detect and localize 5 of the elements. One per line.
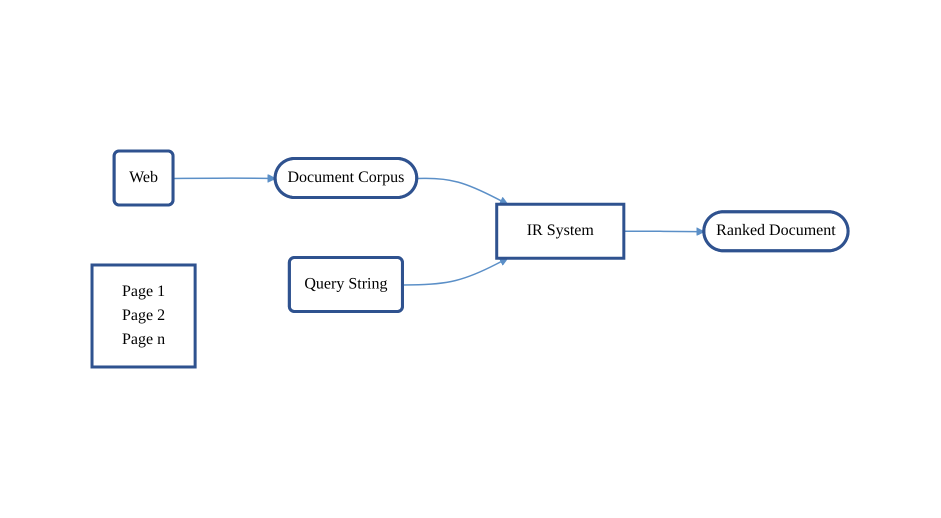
arrow: [418, 178, 509, 205]
node-box: Page 1 Page 2 Page n: [90, 264, 198, 368]
arrow: [403, 258, 509, 286]
arrow: [174, 174, 276, 183]
node-box: IR System: [496, 202, 626, 260]
